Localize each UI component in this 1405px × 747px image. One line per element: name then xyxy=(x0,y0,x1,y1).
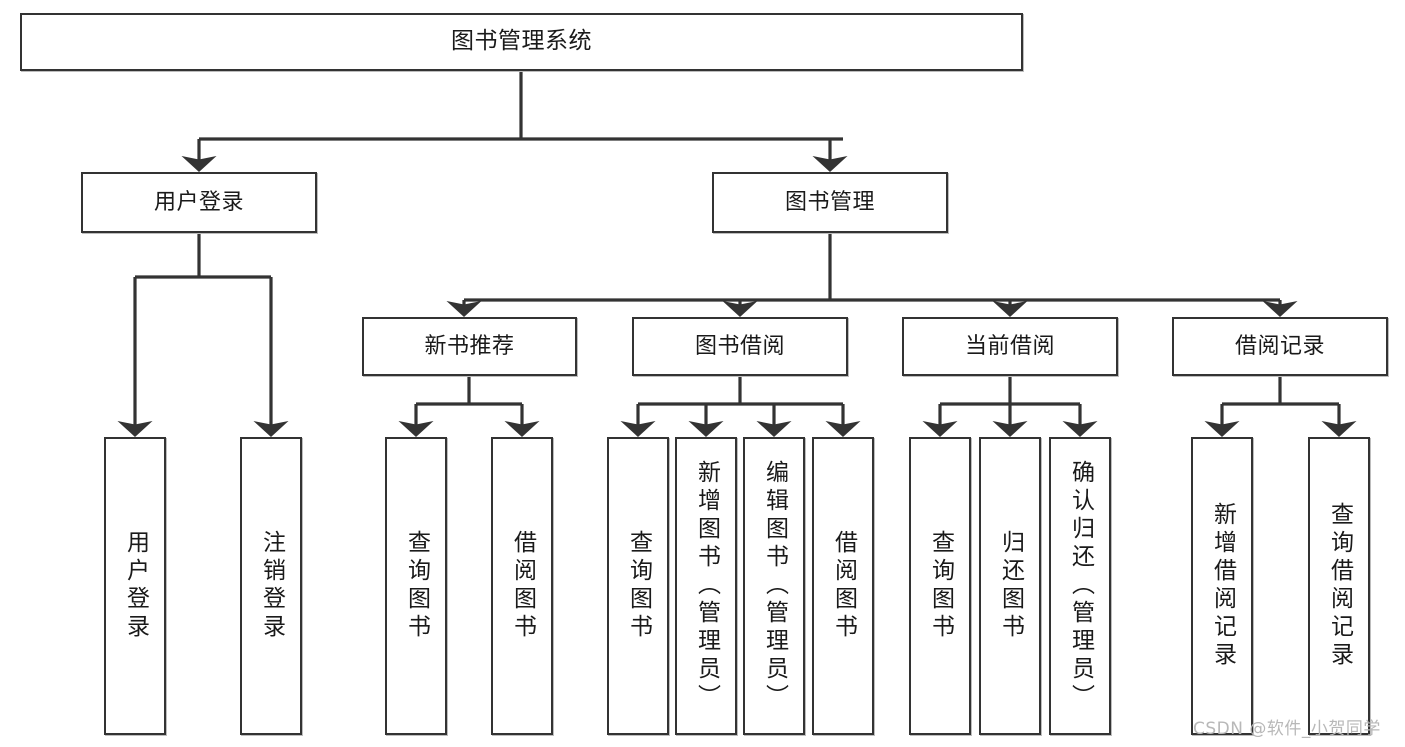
node-label: 图书管理 xyxy=(784,189,875,215)
edge-user-login-to-leaves xyxy=(117,233,289,437)
node-current-borrow[interactable]: 当前借阅 xyxy=(902,317,1118,376)
node-label: 用户登录 xyxy=(153,189,244,215)
node-label: 新增借阅记录 xyxy=(1209,502,1236,670)
node-leaf-query-borrow-record[interactable]: 查询借阅记录 xyxy=(1308,437,1370,735)
node-new-book-recommend[interactable]: 新书推荐 xyxy=(362,317,577,376)
node-leaf-add-book-admin[interactable]: 新增图书（管理员） xyxy=(675,437,737,735)
node-label: 查询图书 xyxy=(625,530,652,642)
node-leaf-edit-book-admin[interactable]: 编辑图书（管理员） xyxy=(743,437,805,735)
node-leaf-user-login[interactable]: 用户登录 xyxy=(104,437,166,735)
node-user-login[interactable]: 用户登录 xyxy=(81,172,317,233)
node-root-system[interactable]: 图书管理系统 xyxy=(20,13,1023,71)
node-leaf-return-book[interactable]: 归还图书 xyxy=(979,437,1041,735)
node-label: 新书推荐 xyxy=(424,333,515,359)
node-label: 借阅记录 xyxy=(1234,333,1325,359)
node-leaf-query-book-borrow[interactable]: 查询图书 xyxy=(607,437,669,735)
node-book-borrow[interactable]: 图书借阅 xyxy=(632,317,848,376)
node-label: 编辑图书（管理员） xyxy=(761,460,788,712)
node-label: 查询借阅记录 xyxy=(1326,502,1353,670)
edge-root-to-level2 xyxy=(181,71,848,172)
csdn-watermark: CSDN @软件_小贺同学 xyxy=(1193,719,1381,739)
node-leaf-query-book-rec[interactable]: 查询图书 xyxy=(385,437,447,735)
node-label: 图书借阅 xyxy=(694,333,785,359)
node-label: 借阅图书 xyxy=(830,530,857,642)
node-label: 确认归还（管理员） xyxy=(1067,460,1094,712)
edge-book-borrow-to-leaves xyxy=(620,376,861,437)
node-label: 归还图书 xyxy=(997,530,1024,642)
node-leaf-confirm-return-admin[interactable]: 确认归还（管理员） xyxy=(1049,437,1111,735)
node-label: 用户登录 xyxy=(122,530,149,642)
edge-current-borrow-to-leaves xyxy=(922,376,1098,437)
node-leaf-borrow-book-borrow[interactable]: 借阅图书 xyxy=(812,437,874,735)
node-book-manage[interactable]: 图书管理 xyxy=(712,172,948,233)
node-label: 查询图书 xyxy=(927,530,954,642)
node-leaf-query-book-current[interactable]: 查询图书 xyxy=(909,437,971,735)
node-label: 新增图书（管理员） xyxy=(693,460,720,712)
node-leaf-user-logout[interactable]: 注销登录 xyxy=(240,437,302,735)
node-borrow-record[interactable]: 借阅记录 xyxy=(1172,317,1388,376)
edge-book-manage-to-level3 xyxy=(446,233,1298,317)
node-label: 图书管理系统 xyxy=(451,28,592,55)
edge-new-book-rec-to-leaves xyxy=(398,376,540,437)
node-leaf-add-borrow-record[interactable]: 新增借阅记录 xyxy=(1191,437,1253,735)
node-label: 查询图书 xyxy=(403,530,430,642)
node-label: 注销登录 xyxy=(258,530,285,642)
node-leaf-borrow-book-rec[interactable]: 借阅图书 xyxy=(491,437,553,735)
node-label: 当前借阅 xyxy=(964,333,1055,359)
node-label: 借阅图书 xyxy=(509,530,536,642)
edge-borrow-record-to-leaves xyxy=(1204,376,1357,437)
